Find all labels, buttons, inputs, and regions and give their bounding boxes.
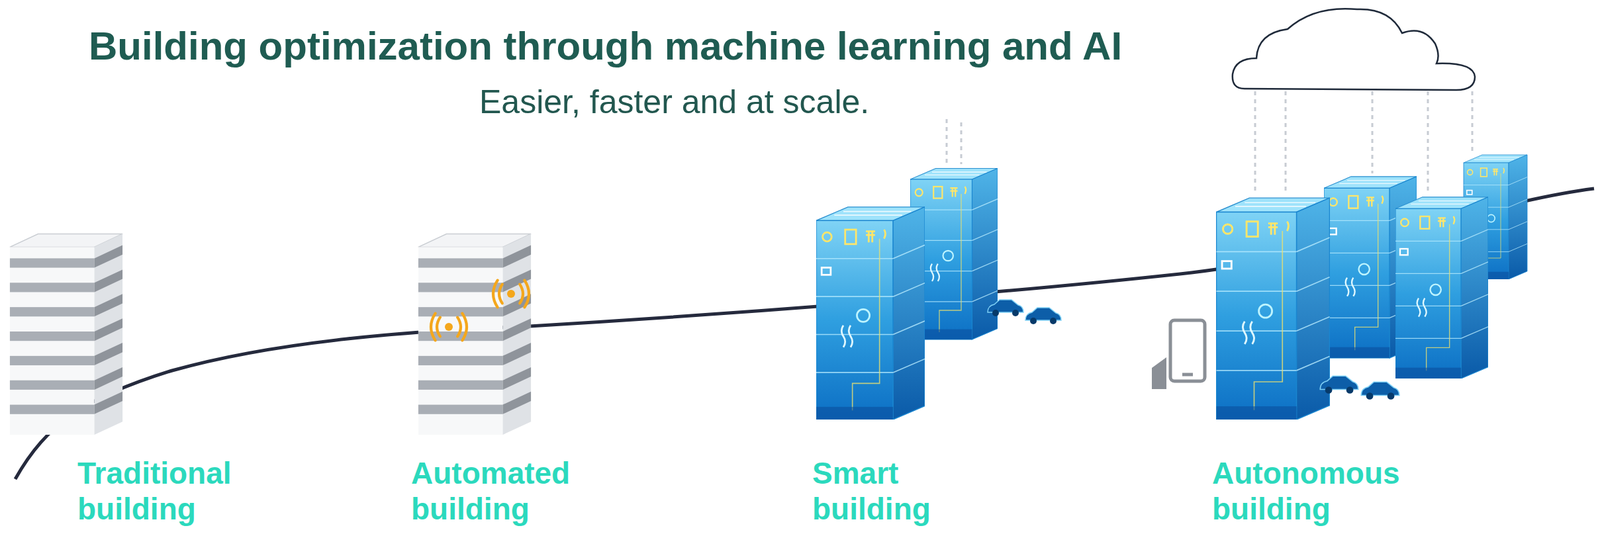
stage-label: Smart building [812,455,931,527]
stage-label: Traditional building [77,455,232,527]
subtitle: Easier, faster and at scale. [479,82,870,122]
diagram-title: Building optimization through machine le… [84,22,1127,71]
stage-label: Autonomous building [1212,455,1401,527]
stage-label: Automated building [411,455,570,527]
